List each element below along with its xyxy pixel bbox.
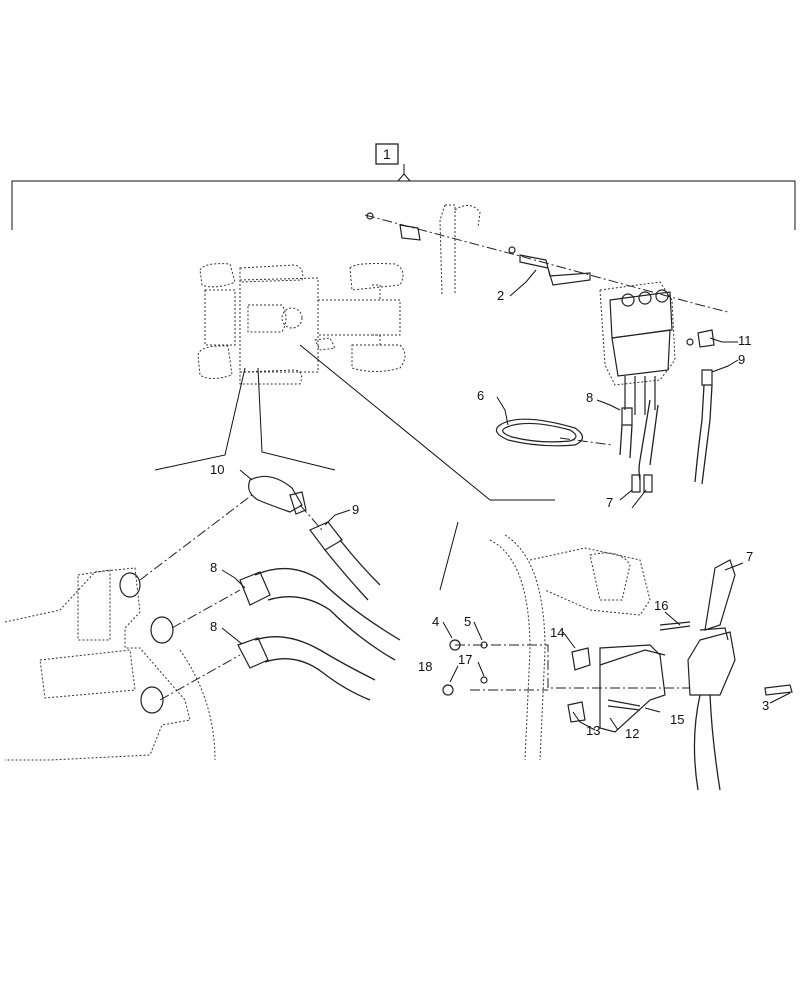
callout-8: 8 — [586, 390, 593, 405]
callout-7: 7 — [606, 495, 613, 510]
callout-3: 3 — [762, 698, 769, 713]
view-line-left — [154, 367, 246, 471]
leader-lines — [221, 269, 791, 731]
view-line-right — [299, 344, 555, 501]
callout-4: 4 — [432, 614, 439, 629]
callout-7b: 7 — [746, 549, 753, 564]
callout-6: 6 — [477, 388, 484, 403]
tractor-top-view — [197, 263, 406, 385]
callout-16: 16 — [654, 598, 668, 613]
callout-14: 14 — [550, 625, 564, 640]
callout-9b: 9 — [352, 502, 359, 517]
valve-assembly — [364, 204, 729, 493]
callout-1: 1 — [383, 146, 391, 162]
joystick-mount-view — [442, 534, 793, 791]
callout-18: 18 — [418, 659, 432, 674]
callout-8b: 8 — [210, 560, 217, 575]
callout-15: 15 — [670, 712, 684, 727]
callout-17: 17 — [458, 652, 472, 667]
view-line-right-2 — [439, 521, 459, 591]
assembly-bracket — [11, 143, 796, 230]
callout-12: 12 — [625, 726, 639, 741]
callout-13: 13 — [586, 723, 600, 738]
callout-5: 5 — [464, 614, 471, 629]
callout-10: 10 — [210, 462, 224, 477]
view-line-mid — [257, 367, 336, 471]
callout-9: 9 — [738, 352, 745, 367]
callout-8c: 8 — [210, 619, 217, 634]
callout-11: 11 — [738, 333, 752, 348]
hose-fittings-view — [4, 475, 401, 761]
callout-2: 2 — [497, 288, 504, 303]
